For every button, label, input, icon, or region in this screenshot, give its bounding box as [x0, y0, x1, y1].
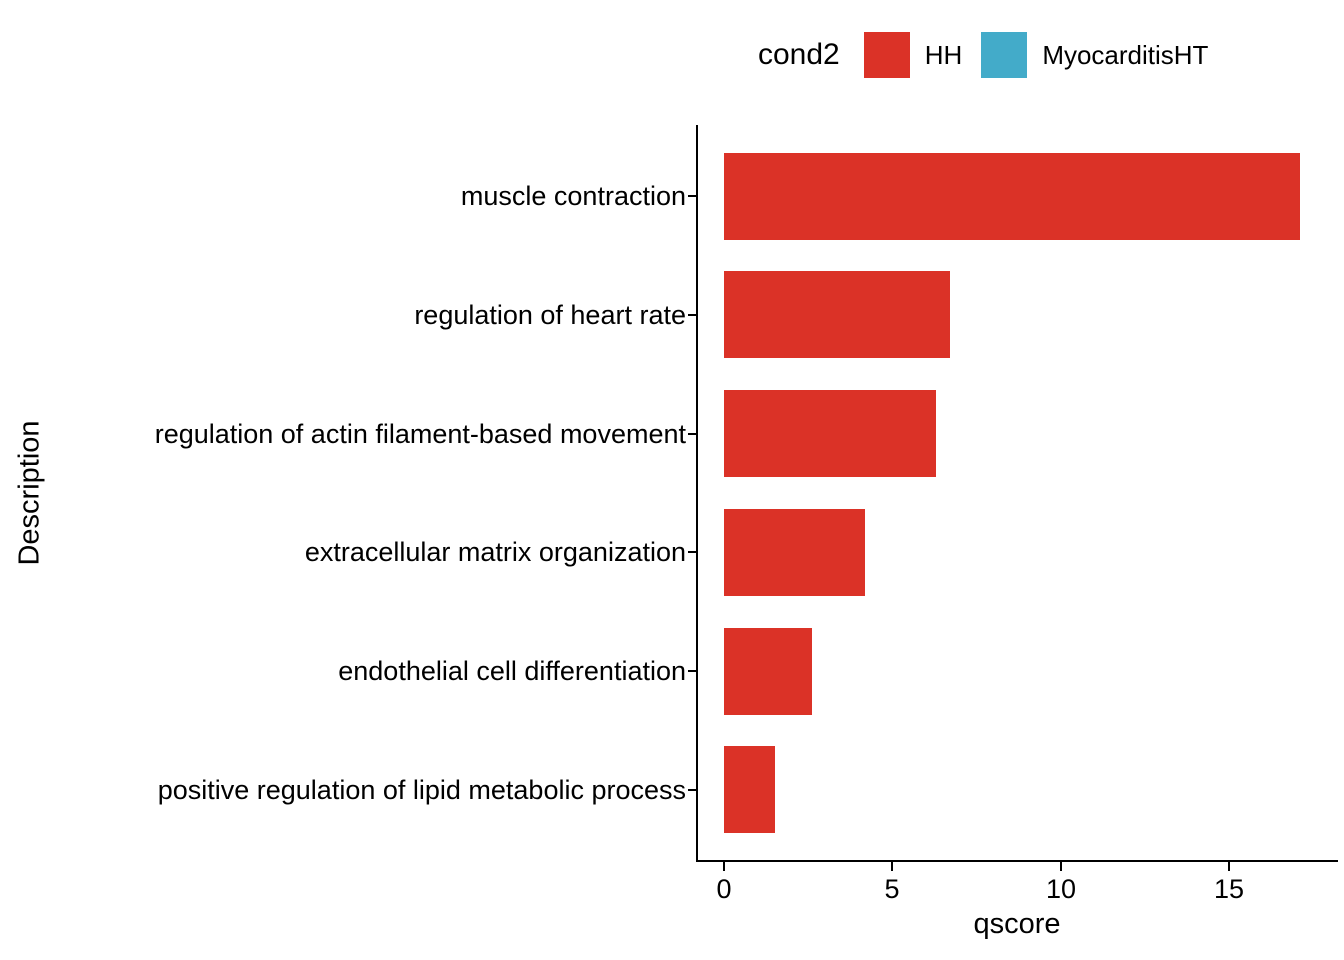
bar-5: [724, 628, 812, 715]
y-axis-label: positive regulation of lipid metabolic p…: [157, 775, 686, 805]
legend: cond2 HH MyocarditisHT: [758, 30, 1208, 80]
legend-swatch-hh: [863, 32, 910, 78]
y-axis-title: Description: [13, 420, 46, 566]
x-axis-tick-label: 10: [1045, 874, 1077, 904]
bar-1: [724, 153, 1300, 240]
legend-label-hh: HH: [924, 39, 963, 70]
y-axis-tick: [688, 314, 697, 316]
y-axis-tick: [688, 670, 697, 672]
y-axis-label: regulation of heart rate: [414, 300, 686, 330]
y-axis-tick: [688, 433, 697, 435]
bar-3: [724, 390, 936, 477]
x-axis-tick-label: 5: [884, 874, 900, 904]
y-axis-label: regulation of actin filament-based movem…: [154, 419, 686, 449]
bar-4: [724, 509, 865, 596]
y-axis-line: [696, 125, 698, 862]
legend-swatch-myocarditisht: [981, 32, 1028, 78]
x-axis-tick: [1060, 862, 1062, 871]
x-axis-title: qscore: [973, 908, 1061, 940]
y-axis-tick: [688, 551, 697, 553]
y-axis-tick: [688, 789, 697, 791]
x-axis-tick: [723, 862, 725, 871]
x-axis-tick-label: 15: [1213, 874, 1245, 904]
x-axis-tick: [891, 862, 893, 871]
legend-title: cond2: [758, 38, 840, 71]
bar-6: [724, 746, 775, 833]
legend-label-myocarditisht: MyocarditisHT: [1042, 39, 1209, 70]
bar-2: [724, 271, 950, 358]
y-axis-tick: [688, 195, 697, 197]
x-axis-tick-label: 0: [716, 874, 732, 904]
x-axis-tick: [1228, 862, 1230, 871]
y-axis-label: endothelial cell differentiation: [338, 656, 686, 686]
y-axis-label: extracellular matrix organization: [304, 537, 686, 567]
y-axis-label: muscle contraction: [460, 181, 686, 211]
x-axis-line: [696, 860, 1338, 862]
